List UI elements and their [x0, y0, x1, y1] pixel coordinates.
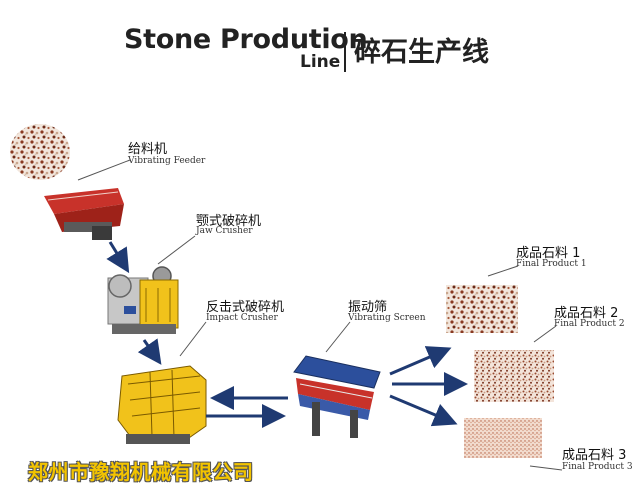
leader-line — [533, 325, 557, 343]
flow-arrow — [106, 241, 130, 274]
leader-line — [529, 465, 563, 471]
product-1-label-en: Final Product 1 — [516, 259, 587, 269]
flow-arrow — [137, 338, 162, 365]
jaw-label-en: Jaw Crusher — [196, 226, 253, 236]
leader-line — [487, 265, 519, 277]
product-2-label-en: Final Product 2 — [554, 319, 625, 329]
product-3-label-cn: 成品石料 3 — [562, 448, 627, 463]
screen-label-cn: 振动筛 — [348, 300, 388, 315]
product-1-label-cn: 成品石料 1 — [516, 246, 581, 261]
aggregate-icon — [464, 418, 542, 458]
leader-line — [77, 159, 131, 181]
vibrating-screen-icon — [293, 355, 381, 438]
page-title: Stone Prodution — [124, 24, 368, 55]
impact-crusher-icon — [117, 365, 207, 444]
product-3-label-en: Final Product 3 — [562, 462, 633, 472]
title-divider — [344, 32, 346, 72]
feeder-label-en: Vibrating Feeder — [128, 156, 206, 166]
screen-label-en: Vibrating Screen — [348, 313, 426, 323]
aggregate-icon — [474, 350, 554, 402]
jaw-label-cn: 颚式破碎机 — [196, 214, 262, 229]
company-name: 郑州市豫翔机械有限公司 — [28, 460, 254, 484]
page-title-cn: 碎石生产线 — [354, 37, 489, 68]
impact-label-en: Impact Crusher — [206, 313, 278, 323]
vibrating-feeder-icon — [44, 188, 124, 240]
product-2-label-cn: 成品石料 2 — [554, 306, 619, 321]
feeder-label-cn: 给料机 — [128, 142, 168, 157]
page-title-sub: Line — [300, 52, 341, 72]
leader-line — [325, 321, 351, 353]
flow-arrow — [389, 346, 452, 376]
leader-line — [179, 321, 207, 357]
impact-label-cn: 反击式破碎机 — [206, 300, 285, 315]
leader-line — [157, 235, 196, 265]
flow-arrow — [389, 394, 458, 427]
jaw-crusher-icon — [107, 266, 179, 334]
aggregate-icon — [446, 285, 518, 333]
raw-stone-icon — [10, 124, 70, 180]
